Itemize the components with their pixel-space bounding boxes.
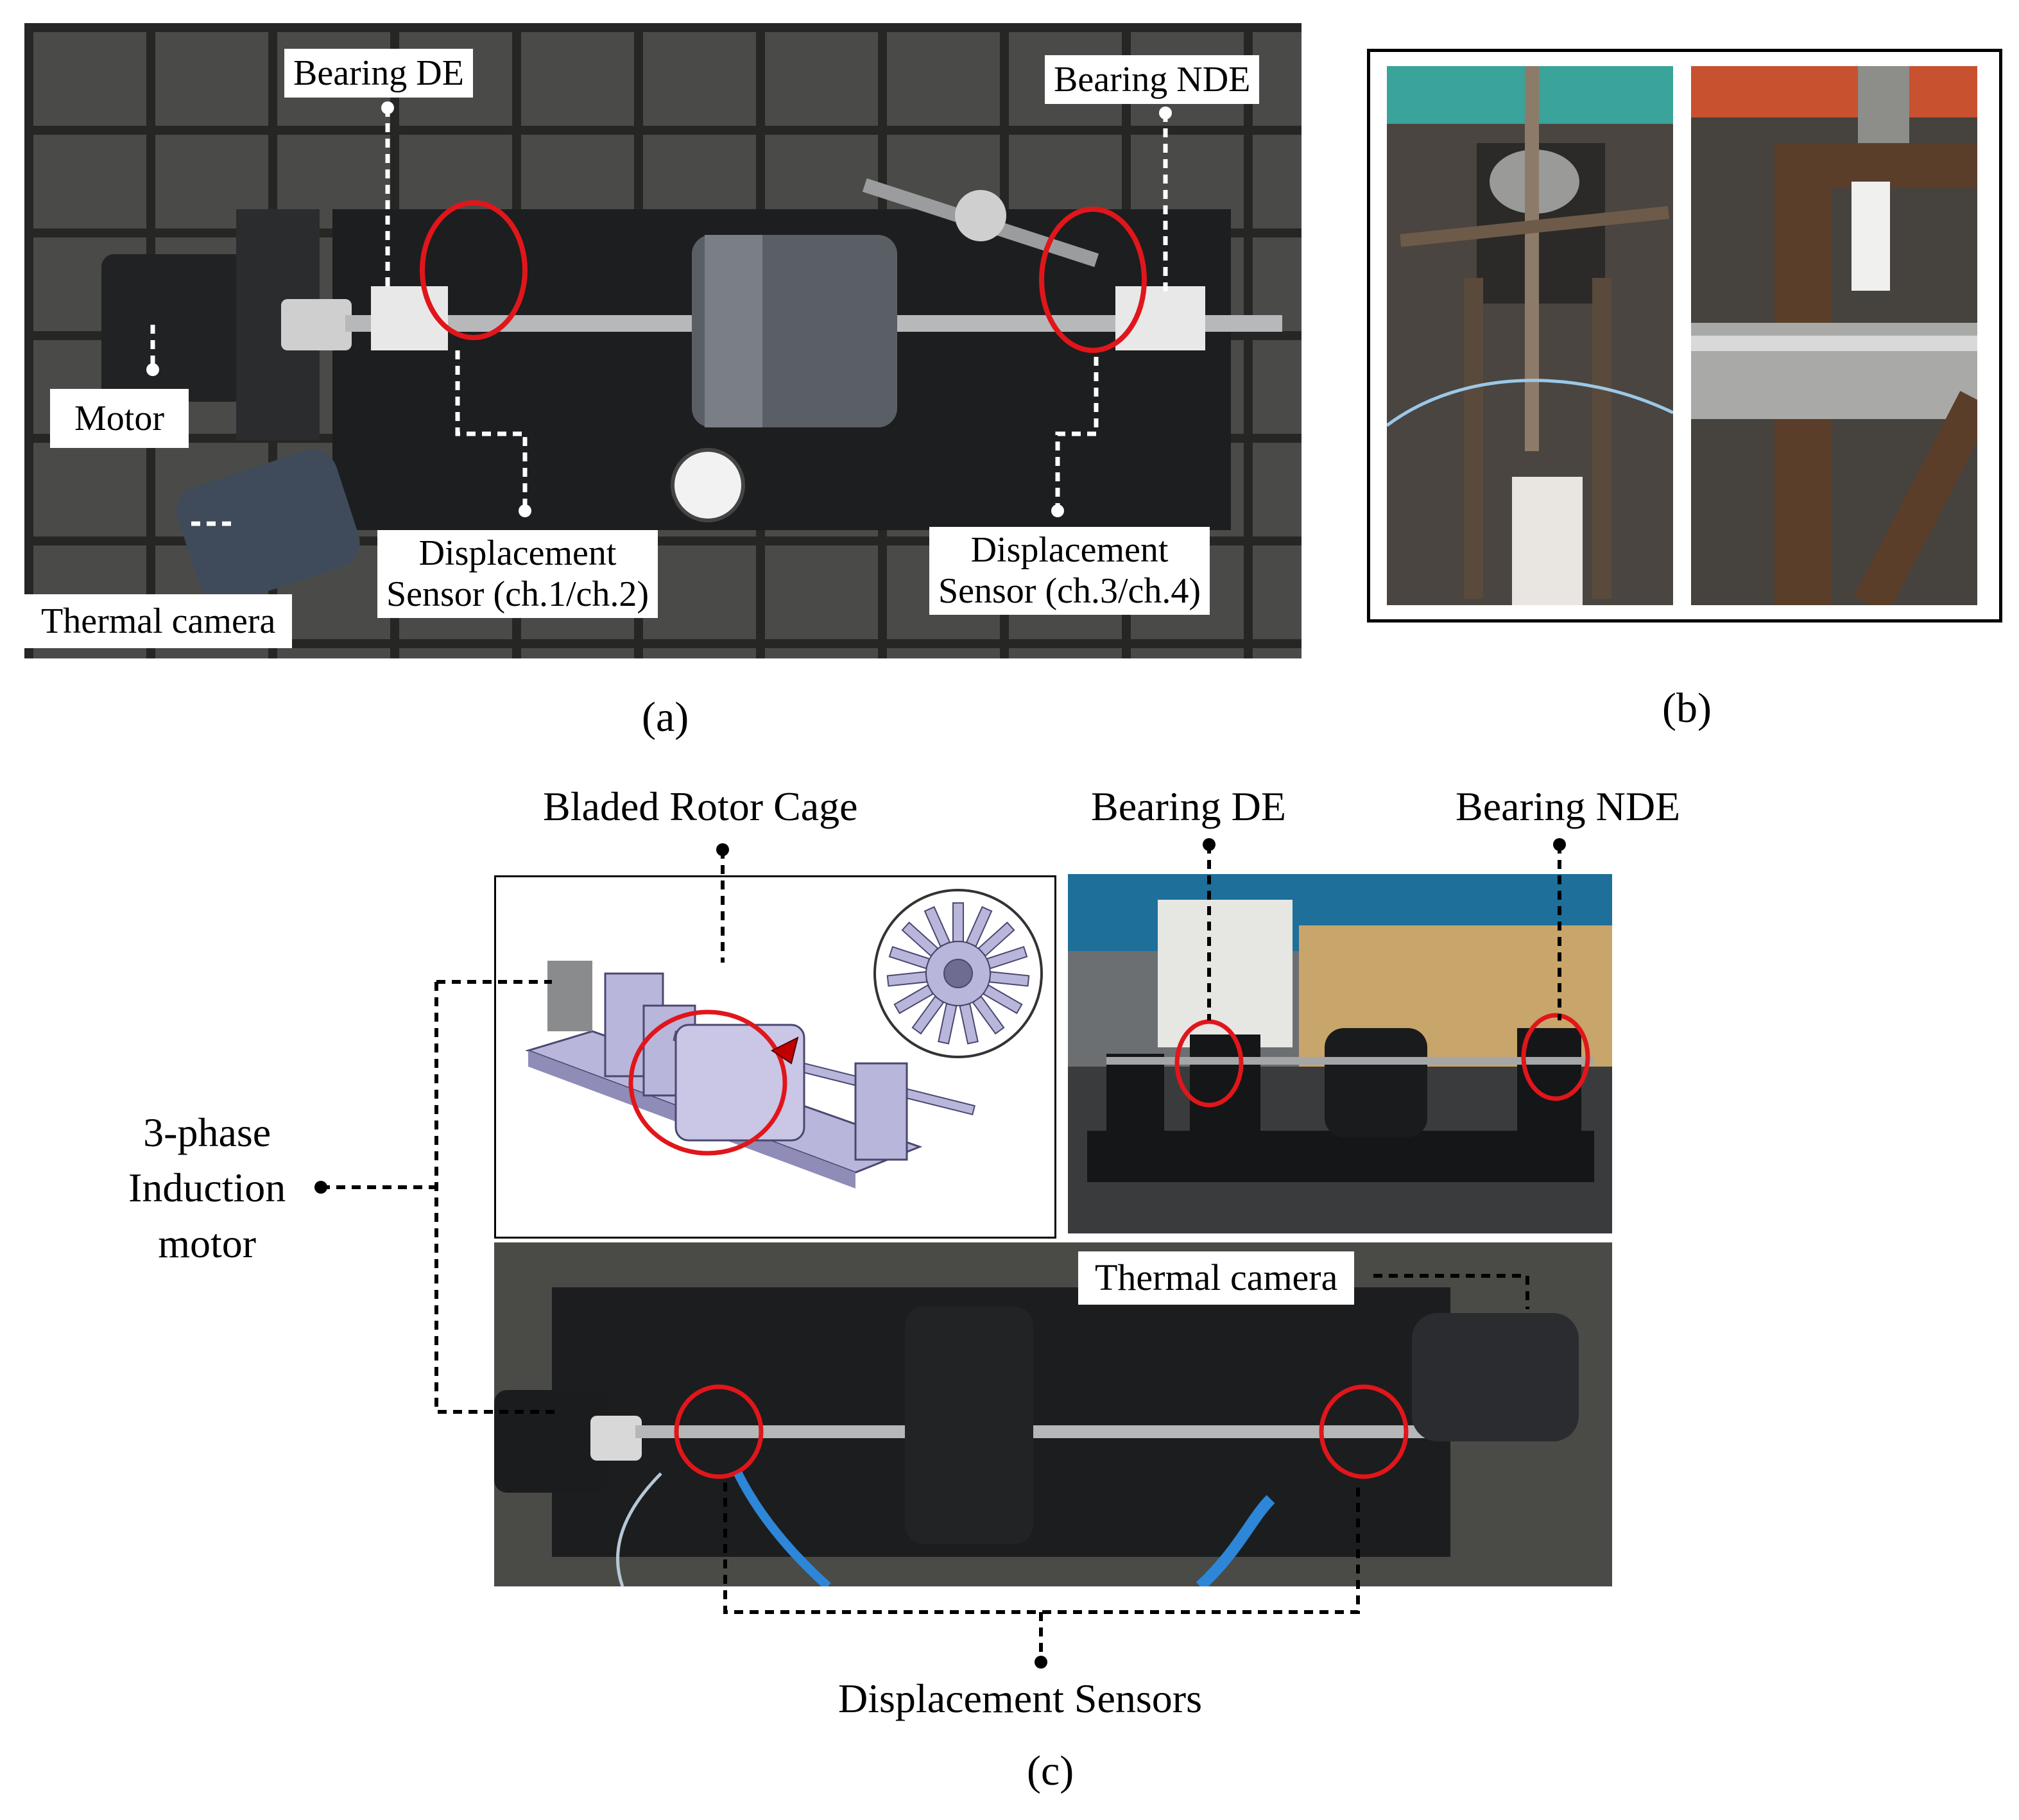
label-induction-motor-line2: Induction xyxy=(128,1165,286,1211)
panel-b-photo-right xyxy=(1691,66,1977,605)
cad-motor xyxy=(547,961,592,1031)
bearing-nde-block xyxy=(1115,286,1205,350)
label-sensor-34-line2: Sensor (ch.3/ch.4) xyxy=(938,571,1201,612)
label-sensor-12: Displacement Sensor (ch.1/ch.2) xyxy=(377,530,658,618)
panel-c-letter: (c) xyxy=(1027,1747,1074,1794)
highlight-circle-top-nde xyxy=(1319,1384,1409,1479)
thermal-camera-body xyxy=(176,449,360,605)
label-bearing-nde-a: Bearing NDE xyxy=(1045,55,1260,105)
panel-c-cad xyxy=(494,875,1056,1239)
label-sensor-12-line2: Sensor (ch.1/ch.2) xyxy=(386,574,649,615)
panel-b-photo-left xyxy=(1387,66,1673,605)
label-thermal-camera-c: Thermal camera xyxy=(1078,1251,1355,1305)
panel-a-scene xyxy=(24,23,1302,658)
motor-body xyxy=(101,254,275,402)
highlight-circle-de xyxy=(420,200,528,340)
label-induction-motor: 3-phase Induction motor xyxy=(128,1105,286,1271)
highlight-circle-front-de xyxy=(1174,1019,1244,1108)
highlight-circle-cad xyxy=(628,1009,787,1156)
label-bladed-rotor-cage: Bladed Rotor Cage xyxy=(543,784,858,829)
cad-rotor-cage xyxy=(674,1024,805,1142)
label-induction-motor-line3: motor xyxy=(158,1220,257,1266)
highlight-circle-front-nde xyxy=(1521,1013,1590,1101)
leader-sensor-34 xyxy=(1055,357,1099,511)
arrow-icon xyxy=(771,1036,799,1065)
label-bearing-nde-c: Bearing NDE xyxy=(1456,784,1681,829)
label-sensor-12-line1: Displacement xyxy=(418,533,617,573)
label-sensor-34: Displacement Sensor (ch.3/ch.4) xyxy=(929,527,1210,615)
thermal-camera-top xyxy=(1412,1313,1579,1441)
rotor-drum-top xyxy=(905,1307,1033,1544)
motor-top xyxy=(494,1390,610,1493)
label-bearing-de-c: Bearing DE xyxy=(1091,784,1286,829)
label-displacement-sensors: Displacement Sensors xyxy=(838,1676,1202,1721)
control-box xyxy=(1158,900,1293,1047)
label-sensor-34-line1: Displacement xyxy=(970,530,1169,570)
highlight-circle-top-de xyxy=(674,1384,764,1479)
label-induction-motor-line1: 3-phase xyxy=(143,1110,271,1155)
panel-c-front-photo xyxy=(1068,874,1612,1233)
label-bearing-de-a: Bearing DE xyxy=(284,49,473,98)
panel-c-top-photo xyxy=(494,1242,1612,1586)
leader-sensor-12 xyxy=(455,350,528,511)
cad-drawing xyxy=(525,889,1043,1189)
sensor-holder xyxy=(1512,477,1583,605)
rotor-drum-front xyxy=(1325,1028,1427,1137)
panel-b-letter: (b) xyxy=(1662,685,1712,732)
sensor-tip xyxy=(1851,182,1890,291)
rig-base-front xyxy=(1087,1131,1594,1182)
label-motor-a: Motor xyxy=(50,389,189,449)
dial-gauge xyxy=(671,448,745,522)
highlight-circle-nde xyxy=(1039,207,1147,353)
panel-b-frame xyxy=(1367,49,2002,622)
coupling xyxy=(281,299,352,350)
panel-a-letter: (a) xyxy=(642,694,689,741)
panel-a-photo: Bearing DE Bearing NDE Motor Thermal cam… xyxy=(24,23,1302,658)
label-thermal-camera-a: Thermal camera xyxy=(24,594,293,649)
shaft-top xyxy=(635,1425,1470,1438)
